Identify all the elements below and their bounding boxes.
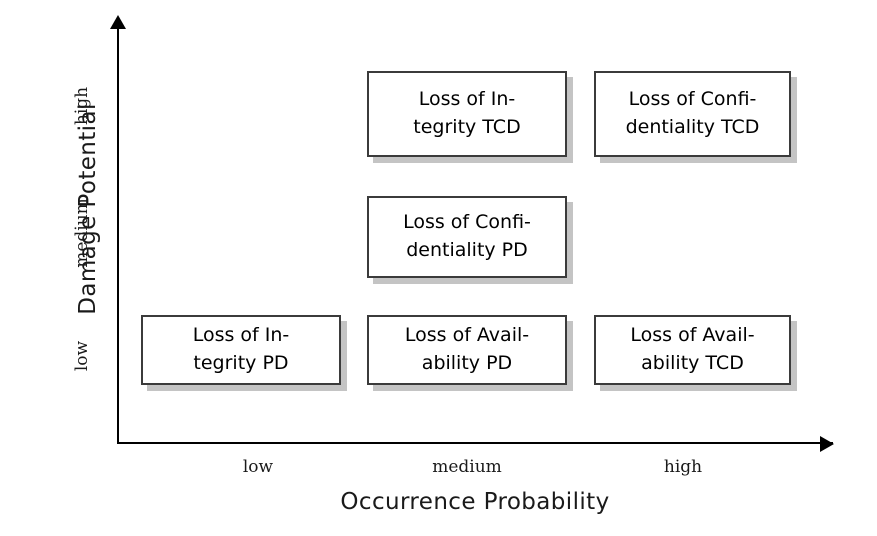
x-tick-label-high: high [663, 457, 703, 477]
matrix-cell-availability-tcd: Loss of Avail- ability TCD [594, 315, 791, 385]
matrix-cell-confidentiality-pd: Loss of Confi- dentiality PD [367, 196, 567, 278]
x-axis-line [117, 442, 833, 444]
matrix-cell-label: Loss of Confi- dentiality PD [403, 211, 531, 261]
y-axis-arrow-icon [110, 15, 126, 29]
x-tick-label-low: low [242, 457, 274, 477]
matrix-cell-integrity-pd: Loss of In- tegrity PD [141, 315, 341, 385]
matrix-cell-integrity-tcd: Loss of In- tegrity TCD [367, 71, 567, 157]
x-axis-title: Occurrence Probability [340, 489, 610, 515]
matrix-cell-label: Loss of In- tegrity PD [192, 324, 290, 374]
matrix-cell-label: Loss of Avail- ability PD [404, 324, 530, 374]
x-tick-label-medium: medium [432, 457, 502, 477]
y-tick-label-low: low [72, 340, 92, 372]
y-axis-line [117, 26, 119, 444]
matrix-cell-label: Loss of Avail- ability TCD [630, 324, 755, 374]
matrix-cell-label: Loss of In- tegrity TCD [413, 88, 521, 138]
matrix-cell-availability-pd: Loss of Avail- ability PD [367, 315, 567, 385]
y-tick-label-high: high [72, 86, 92, 126]
x-axis-arrow-icon [820, 436, 834, 452]
matrix-cell-label: Loss of Confi- dentiality TCD [625, 88, 760, 138]
matrix-cell-confidentiality-tcd: Loss of Confi- dentiality TCD [594, 71, 791, 157]
y-tick-label-medium: medium [72, 198, 92, 268]
